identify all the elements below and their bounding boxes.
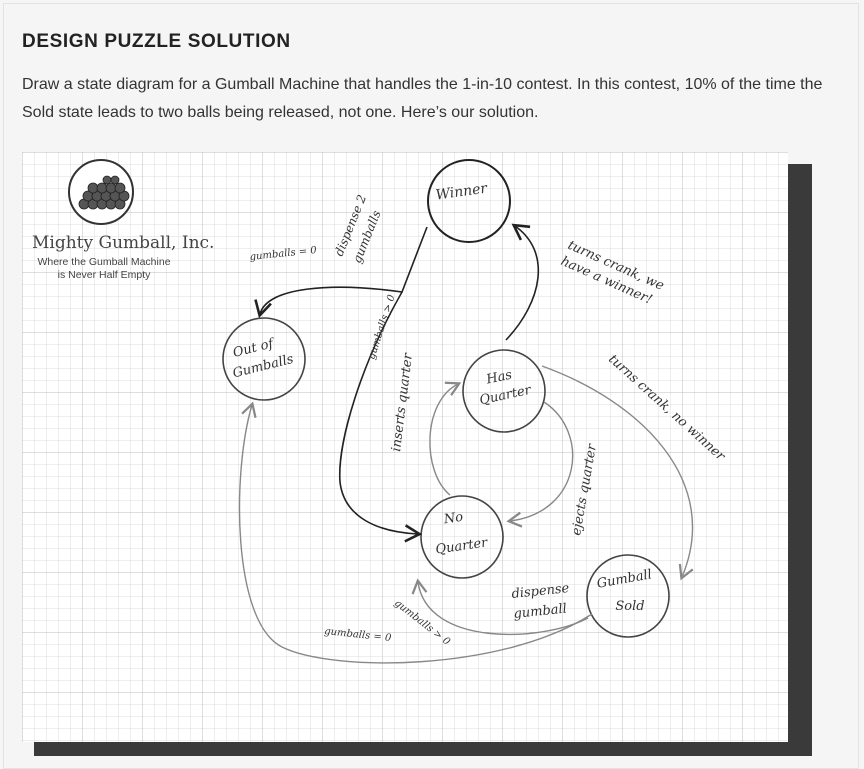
arrow-sold-to-no-quarter: [411, 578, 589, 636]
arrow-ejects-quarter: [506, 401, 574, 528]
page-container: DESIGN PUZZLE SOLUTION Draw a state diag…: [3, 3, 859, 769]
label-dispense-gumball-line1: dispense: [511, 581, 570, 602]
state-winner-label: Winner: [435, 180, 490, 203]
state-diagram: Mighty Gumball, Inc. Where the Gumball M…: [22, 152, 812, 756]
arrow-winner-to-out: [254, 226, 428, 319]
arrow-inserts-quarter: [429, 381, 462, 496]
grid-lines: [22, 152, 788, 742]
state-gumball-sold-label-2: Sold: [615, 599, 644, 614]
arrow-winner-to-no-quarter: [338, 291, 423, 543]
arrow-turns-crank-no-winner: [541, 365, 694, 581]
arrow-has-quarter-to-winner: [505, 223, 540, 341]
logo-tagline-line2: is Never Half Empty: [58, 269, 152, 281]
state-winner: [427, 159, 511, 243]
label-dispense-gumball-line2: gumball: [513, 601, 568, 622]
state-diagram-figure: Mighty Gumball, Inc. Where the Gumball M…: [22, 152, 812, 764]
company-logo: Mighty Gumball, Inc. Where the Gumball M…: [32, 159, 214, 281]
state-gumball-sold: [586, 554, 670, 638]
logo-name: Mighty Gumball, Inc.: [32, 233, 214, 253]
state-has-quarter: [462, 349, 546, 433]
state-has-quarter-label-1: Has: [484, 367, 514, 387]
state-no-quarter-label-1: No: [442, 510, 464, 528]
arrow-sold-to-out: [238, 401, 593, 664]
state-no-quarter-label-2: Quarter: [435, 535, 489, 557]
logo-tagline-line1: Where the Gumball Machine: [37, 256, 170, 268]
section-heading: DESIGN PUZZLE SOLUTION: [22, 31, 291, 52]
puzzle-description: Draw a state diagram for a Gumball Machi…: [22, 76, 823, 121]
